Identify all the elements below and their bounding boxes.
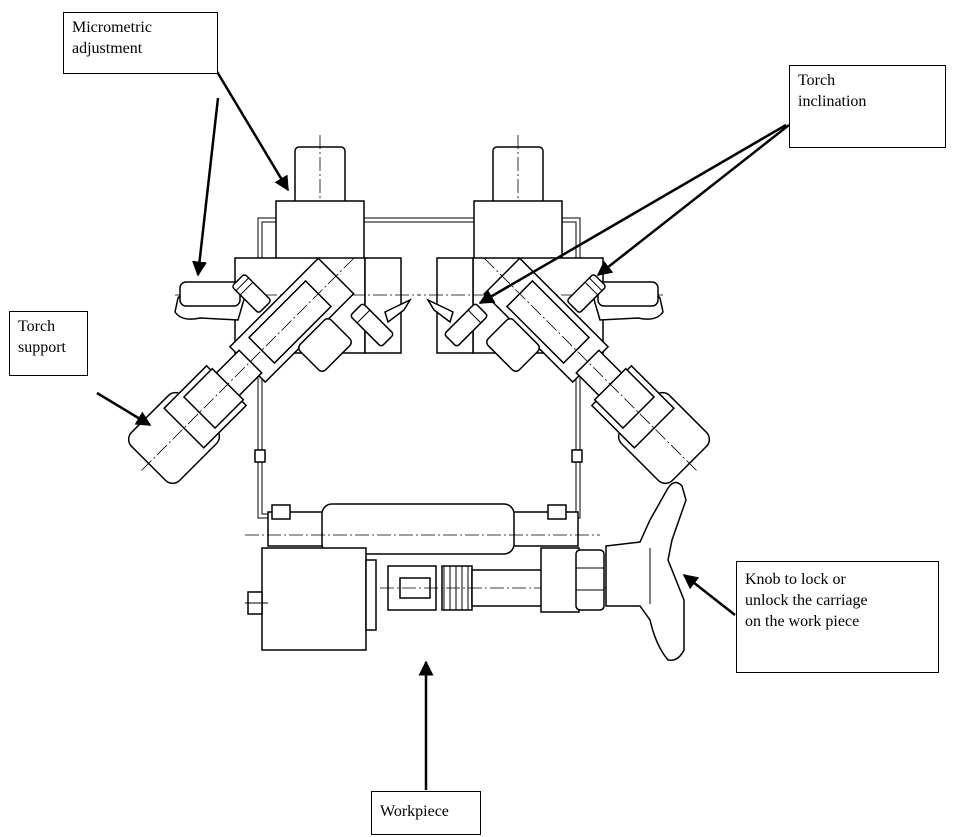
micrometric-adjustment-label: Micrometric adjustment [63, 12, 218, 74]
torch-support-label: Torch support [9, 311, 88, 376]
workpiece-label: Workpiece [371, 791, 481, 835]
arrow-icon [596, 124, 790, 276]
lock-knob-label: Knob to lock or unlock the carriage on t… [736, 561, 939, 673]
left-torch-block [127, 135, 420, 485]
arrow-icon [96, 391, 152, 427]
right-torch-block [418, 135, 711, 485]
arrow-icon [682, 574, 736, 616]
frame-screws [254, 449, 583, 463]
arrow-icon [478, 123, 787, 305]
arrow-icon [192, 97, 220, 277]
lock-knob [605, 481, 687, 662]
callout-arrows [96, 59, 790, 790]
arrow-icon [208, 59, 290, 192]
torch-inclination-label: Torch inclination [789, 65, 946, 148]
roller-shaft [245, 503, 600, 555]
lower-block [245, 547, 610, 651]
